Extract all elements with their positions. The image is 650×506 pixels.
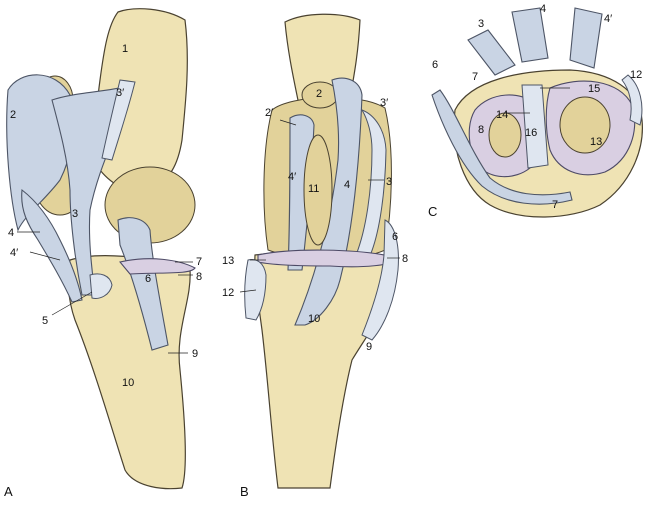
ligament-7-c bbox=[431, 89, 573, 205]
label-a-8: 8 bbox=[196, 271, 202, 283]
stump-3-c bbox=[467, 29, 516, 76]
label-b-2: 2 bbox=[316, 88, 322, 100]
label-a-1: 1 bbox=[122, 43, 128, 55]
label-c-6: 6 bbox=[432, 59, 438, 71]
stump-4-c bbox=[511, 7, 549, 63]
label-b-3: 3 bbox=[386, 176, 392, 188]
label-b-3prime: 3′ bbox=[380, 97, 388, 109]
ligament-16-c bbox=[521, 84, 549, 169]
label-b-2prime: 2′ bbox=[265, 107, 273, 119]
label-a-3prime: 3′ bbox=[116, 87, 124, 99]
label-c-7-bottom: 7 bbox=[552, 199, 558, 211]
articular-surface-c bbox=[559, 96, 611, 154]
label-a-4prime: 4′ bbox=[10, 247, 18, 259]
label-c-12: 12 bbox=[630, 69, 642, 81]
label-b-4prime: 4′ bbox=[288, 171, 296, 183]
label-c-15: 15 bbox=[588, 83, 600, 95]
label-a-3: 3 bbox=[72, 208, 78, 220]
label-c-4prime: 4′ bbox=[604, 13, 612, 25]
panel-b-illustration bbox=[244, 13, 399, 489]
panel-b-labels: 2 2′ 3′ 4′ 11 4 3 6 13 8 12 10 9 B bbox=[222, 88, 408, 499]
meniscus-b bbox=[257, 249, 399, 268]
label-c-16: 16 bbox=[525, 127, 537, 139]
label-c-7-top: 7 bbox=[472, 71, 478, 83]
label-a-2: 2 bbox=[10, 109, 16, 121]
panel-letter-c: C bbox=[428, 204, 437, 219]
label-a-10: 10 bbox=[122, 377, 134, 389]
ligament-12-c bbox=[621, 74, 643, 126]
label-b-10: 10 bbox=[308, 313, 320, 325]
ligament-6-a bbox=[117, 217, 169, 351]
panel-a-illustration bbox=[6, 8, 196, 490]
leader-lines bbox=[17, 87, 570, 354]
ligament-11-b bbox=[303, 134, 333, 246]
ligament-6-b bbox=[361, 219, 399, 341]
label-a-6: 6 bbox=[145, 273, 151, 285]
stump-4p-c bbox=[569, 7, 603, 69]
label-b-13: 13 bbox=[222, 255, 234, 267]
label-a-5: 5 bbox=[42, 315, 48, 327]
label-a-4: 4 bbox=[8, 227, 14, 239]
label-b-8: 8 bbox=[402, 253, 408, 265]
label-c-14: 14 bbox=[496, 109, 508, 121]
label-a-7: 7 bbox=[196, 256, 202, 268]
label-c-3: 3 bbox=[478, 18, 484, 30]
ligament-4-b bbox=[294, 77, 363, 326]
label-a-9: 9 bbox=[192, 348, 198, 360]
label-b-6: 6 bbox=[392, 231, 398, 243]
label-c-13: 13 bbox=[590, 136, 602, 148]
panel-letter-b: B bbox=[240, 484, 249, 499]
label-c-4: 4 bbox=[540, 3, 546, 15]
panel-letter-a: A bbox=[4, 484, 13, 499]
ligament-3p-a bbox=[101, 79, 136, 161]
meniscus-a bbox=[119, 258, 196, 275]
panel-a-labels: 1 2 3′ 3 4 4′ 5 6 7 8 9 10 A bbox=[4, 43, 202, 499]
ligament-5-a bbox=[89, 273, 113, 299]
label-b-4: 4 bbox=[344, 179, 350, 191]
panel-c-labels: 3 4 4′ 6 7 12 15 14 8 16 13 7 C bbox=[428, 3, 642, 219]
label-b-9: 9 bbox=[366, 341, 372, 353]
label-c-8: 8 bbox=[478, 124, 484, 136]
label-b-11: 11 bbox=[308, 183, 319, 195]
panel-c-illustration bbox=[431, 7, 643, 218]
label-b-12: 12 bbox=[222, 287, 234, 299]
